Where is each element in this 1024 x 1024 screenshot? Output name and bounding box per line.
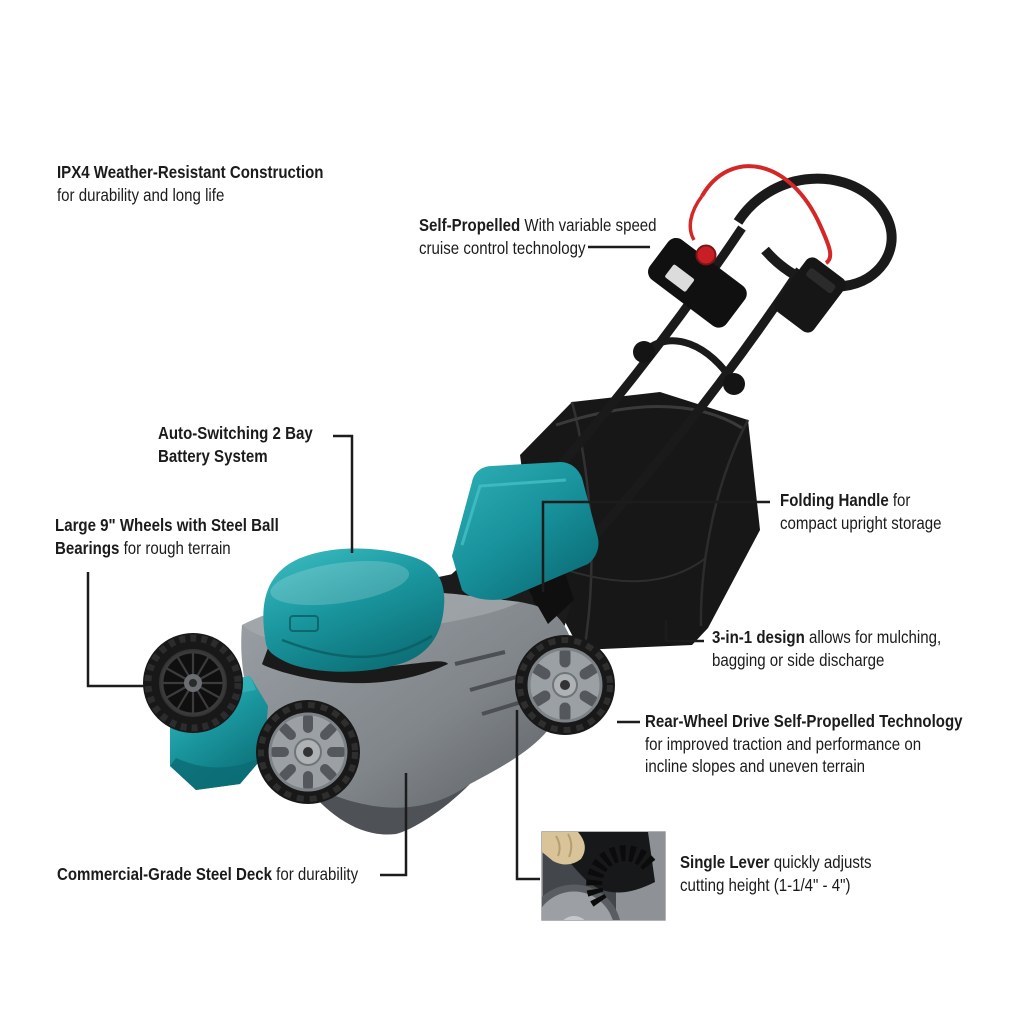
callout-folding-handle-title: Folding Handle <box>780 490 889 510</box>
callout-three-in-one-title: 3-in-1 design <box>712 627 805 647</box>
callout-self-propelled-desc2: cruise control technology <box>419 237 586 258</box>
callout-steel-deck: Commercial-Grade Steel Deck for durabili… <box>57 863 358 886</box>
callout-self-propelled-desc1: With variable speed <box>520 215 657 235</box>
leader-line-steel-deck <box>380 773 408 877</box>
handlebar-knobs <box>633 341 745 395</box>
callout-single-lever-desc1: quickly adjusts <box>769 852 872 872</box>
leader-line-three-in-one <box>664 620 704 643</box>
callout-ipx4-title: IPX4 Weather-Resistant Construction <box>57 162 324 182</box>
callout-self-propelled-title: Self-Propelled <box>419 215 521 235</box>
callout-large-wheels-title: Large 9" Wheels with Steel Ball <box>55 515 279 535</box>
callout-steel-deck-desc: for durability <box>271 864 359 884</box>
speed-control-box <box>648 237 747 328</box>
leader-line-folding-handle <box>541 500 770 592</box>
callout-ipx4-desc: for durability and long life <box>57 184 225 205</box>
callout-single-lever-desc2: cutting height (1-1/4" - 4") <box>680 874 851 895</box>
rear-wheel <box>515 635 615 735</box>
callout-large-wheels-title2: Bearings <box>55 537 120 558</box>
callout-three-in-one: 3-in-1 design allows for mulching, baggi… <box>712 626 941 671</box>
callout-rear-wheel-drive: Rear-Wheel Drive Self-Propelled Technolo… <box>645 710 963 778</box>
callout-rear-wheel-drive-desc1: for improved traction and performance on <box>645 733 922 754</box>
callout-single-lever-title: Single Lever <box>680 852 770 872</box>
callout-ipx4: IPX4 Weather-Resistant Construction for … <box>57 161 323 206</box>
callout-folding-handle-desc2: compact upright storage <box>780 512 942 533</box>
callout-rear-wheel-drive-desc2: incline slopes and uneven terrain <box>645 756 866 776</box>
front-battery-cover <box>262 548 448 684</box>
front-left-wheel <box>143 633 243 733</box>
callout-rear-wheel-drive-title: Rear-Wheel Drive Self-Propelled Technolo… <box>645 711 963 731</box>
callout-three-in-one-desc1: allows for mulching, <box>804 627 942 647</box>
callout-folding-handle-desc1: for <box>888 490 911 510</box>
cutting-height-inset-photo <box>541 831 666 921</box>
callout-auto-switching: Auto-Switching 2 Bay Battery System <box>158 422 313 467</box>
callout-single-lever: Single Lever quickly adjusts cutting hei… <box>680 851 872 896</box>
center-battery-cover <box>452 462 599 600</box>
callout-steel-deck-title: Commercial-Grade Steel Deck <box>57 864 272 884</box>
battery-indicator-box <box>774 257 846 333</box>
leader-line-auto-switching <box>333 434 354 553</box>
callout-auto-switching-line2: Battery System <box>158 445 268 466</box>
speed-control-red-button <box>695 244 717 266</box>
callout-large-wheels-desc: for rough terrain <box>119 537 231 558</box>
drive-cable <box>700 164 833 265</box>
callout-large-wheels: Large 9" Wheels with Steel Ball Bearings… <box>55 514 279 559</box>
callout-three-in-one-desc2: bagging or side discharge <box>712 649 885 670</box>
callout-self-propelled: Self-Propelled With variable speed cruis… <box>419 214 657 259</box>
callout-folding-handle: Folding Handle for compact upright stora… <box>780 489 941 534</box>
front-right-wheel <box>256 700 360 804</box>
leader-line-single-lever <box>515 710 540 881</box>
drive-cable-end <box>688 194 704 241</box>
callout-auto-switching-line1: Auto-Switching 2 Bay <box>158 423 313 443</box>
leader-line-large-wheels <box>86 572 144 688</box>
